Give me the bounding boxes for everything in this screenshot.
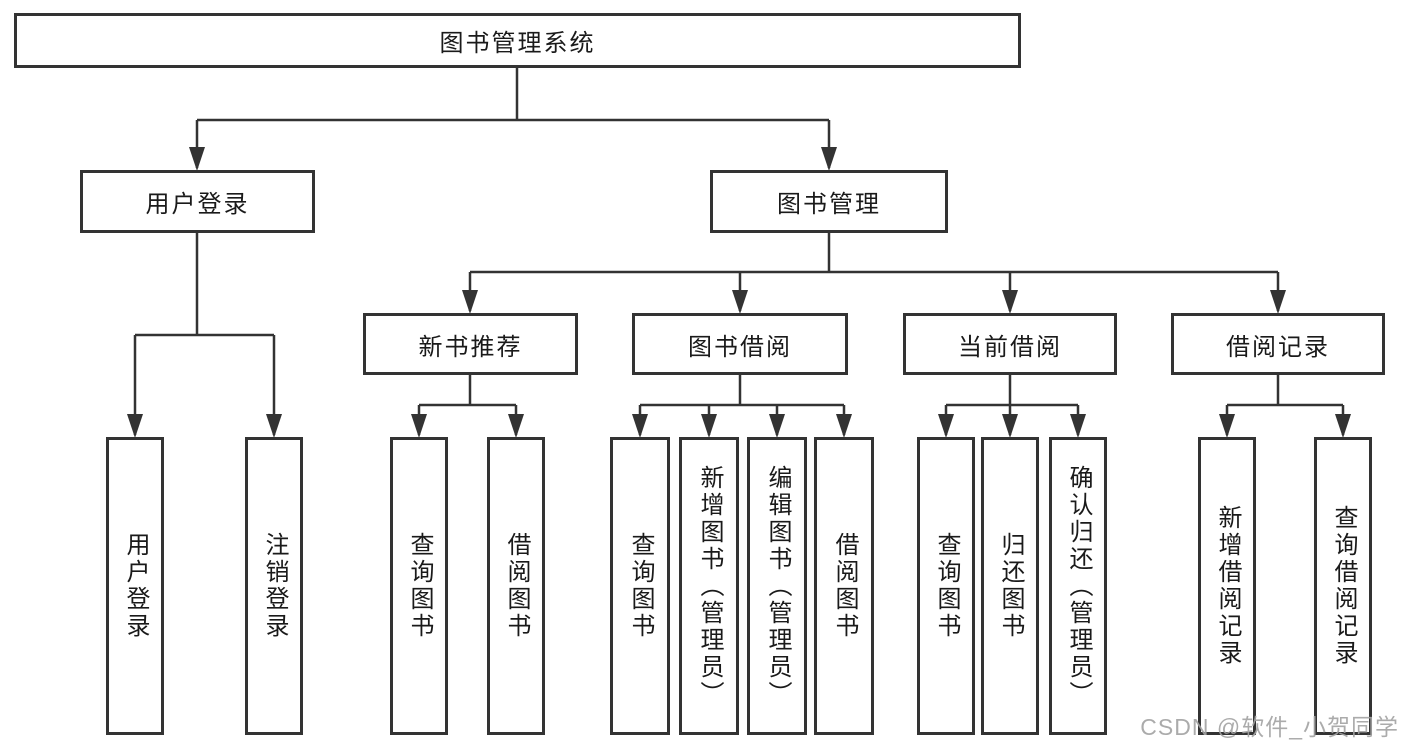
node-leaf-query-books-recommend: 查询图书 (390, 437, 448, 735)
node-new-book-recommend: 新书推荐 (363, 313, 578, 375)
node-leaf-borrow-books: 借阅图书 (814, 437, 874, 735)
connector-bookborrow-to-leaves (638, 375, 846, 435)
node-leaf-add-borrow-record: 新增借阅记录 (1198, 437, 1256, 735)
node-book-borrow: 图书借阅 (632, 313, 848, 375)
node-leaf-query-books-current: 查询图书 (917, 437, 975, 735)
node-leaf-query-borrow-record: 查询借阅记录 (1314, 437, 1372, 735)
node-leaf-query-books-borrow: 查询图书 (610, 437, 670, 735)
node-leaf-confirm-return-admin: 确认归还（管理员） (1049, 437, 1107, 735)
node-leaf-borrow-books-recommend: 借阅图书 (487, 437, 545, 735)
connector-bookmgmt-to-level3 (468, 233, 1280, 311)
node-leaf-user-login: 用户登录 (106, 437, 164, 735)
node-leaf-return-books: 归还图书 (981, 437, 1039, 735)
node-current-borrow: 当前借阅 (903, 313, 1117, 375)
node-user-login: 用户登录 (80, 170, 315, 233)
connector-root-to-level2 (195, 68, 831, 168)
arrowheads (127, 147, 1351, 438)
node-borrow-records: 借阅记录 (1171, 313, 1385, 375)
node-leaf-edit-book-admin: 编辑图书（管理员） (747, 437, 807, 735)
connector-userlogin-to-leaves (133, 233, 276, 435)
node-book-management: 图书管理 (710, 170, 948, 233)
node-leaf-add-book-admin: 新增图书（管理员） (679, 437, 739, 735)
connector-records-to-leaves (1225, 375, 1345, 435)
connector-newbooks-to-leaves (417, 375, 518, 435)
node-leaf-logout: 注销登录 (245, 437, 303, 735)
node-root: 图书管理系统 (14, 13, 1021, 68)
